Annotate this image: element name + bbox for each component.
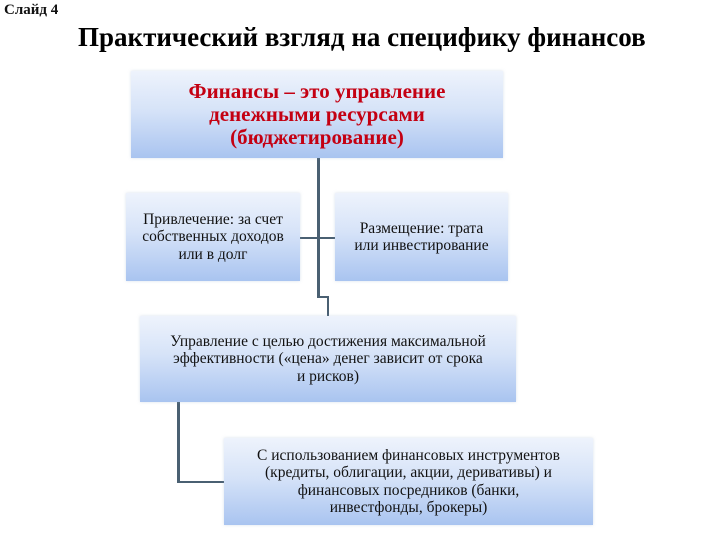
slide-number-label: Слайд 4 — [4, 2, 59, 18]
connector-root-vertical — [317, 158, 320, 298]
node-finance-definition: Финансы – это управление денежными ресур… — [131, 71, 503, 158]
node-text-line: инвестфонды, брокеры) — [329, 498, 488, 516]
node-text-line: или в долг — [178, 245, 248, 263]
node-instruments-intermediaries: С использованием финансовых инструментов… — [224, 438, 593, 525]
connector-step-horizontal — [317, 296, 329, 298]
node-text-line: или инвестирование — [354, 237, 489, 254]
slide-title: Практический взгляд на специфику финансо… — [78, 22, 646, 52]
node-text-line: Управление с целью достижения максимальн… — [170, 332, 486, 350]
connector-middle-vertical — [177, 402, 180, 483]
connector-left-right-horizontal — [300, 237, 335, 239]
connector-middle-horizontal — [177, 481, 224, 483]
node-text-line: денежными ресурсами — [209, 101, 425, 126]
node-text-line: эффективности («цена» денег зависит от с… — [173, 350, 483, 368]
node-text-line: С использованием финансовых инструментов — [257, 446, 560, 464]
node-text-line: (бюджетирование) — [230, 125, 404, 150]
node-text-line: (кредиты, облигации, акции, деривативы) … — [265, 464, 552, 482]
node-text-line: финансовых посредников (банки, — [297, 481, 520, 499]
node-text-line: собственных доходов — [142, 228, 284, 246]
node-allocation: Размещение: трата или инвестирование — [335, 193, 508, 281]
node-fundraising: Привлечение: за счет собственных доходов… — [126, 193, 300, 281]
node-text-line: Привлечение: за счет — [143, 210, 283, 228]
node-text-line: Финансы – это управление — [188, 78, 446, 103]
node-text-line: Размещение: трата — [359, 219, 484, 237]
connector-step-vertical — [327, 296, 329, 316]
node-text-line: и рисков) — [296, 367, 360, 385]
node-efficiency-management: Управление с целью достижения максимальн… — [140, 316, 516, 402]
